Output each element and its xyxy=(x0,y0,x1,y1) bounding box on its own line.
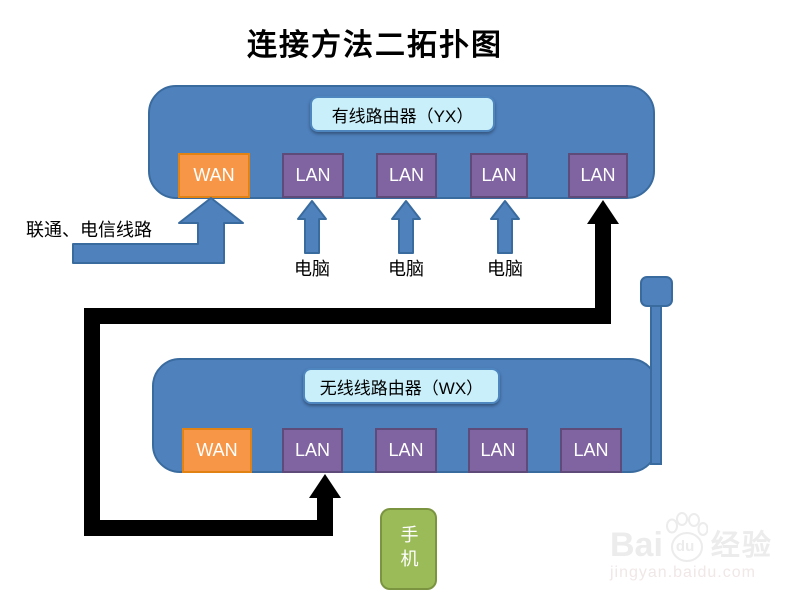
wired-router-label: 有线路由器（YX） xyxy=(310,96,495,132)
computer2-label: 电脑 xyxy=(388,259,424,279)
computer3-label: 电脑 xyxy=(487,259,523,279)
wired-router-port-lan4: LAN xyxy=(568,153,628,198)
computer1-arrow xyxy=(297,200,327,254)
computer2-arrow xyxy=(391,200,421,254)
cable-arrowhead-top xyxy=(587,200,619,224)
isp-line-label: 联通、电信线路 xyxy=(26,220,152,240)
wireless-router-port-lan1: LAN xyxy=(282,428,343,473)
phone-node: 手机 xyxy=(380,508,437,590)
diagram-title: 连接方法二拓扑图 xyxy=(247,28,503,63)
paw-icon: du xyxy=(664,512,709,564)
wireless-router-label: 无线线路由器（WX） xyxy=(303,368,500,404)
cable-arrowhead-bottom xyxy=(309,474,341,498)
router-link-cable xyxy=(84,218,611,536)
wired-router-port-wan: WAN xyxy=(178,153,250,198)
watermark-brand-left: Bai xyxy=(610,526,663,565)
antenna-knob xyxy=(640,276,673,307)
watermark-url: jingyan.baidu.com xyxy=(610,564,756,581)
wired-router-port-lan2: LAN xyxy=(376,153,437,198)
watermark-paw-text: du xyxy=(675,538,695,555)
wired-router-port-lan1: LAN xyxy=(282,153,344,198)
wired-router-port-lan3: LAN xyxy=(470,153,528,198)
wireless-router-port-lan4: LAN xyxy=(560,428,622,473)
watermark-brand-right: 经验 xyxy=(710,530,773,562)
isp-to-wan-arrow xyxy=(72,197,244,264)
computer3-arrow xyxy=(490,200,520,254)
wireless-router-port-lan2: LAN xyxy=(375,428,437,473)
wireless-router-port-lan3: LAN xyxy=(468,428,528,473)
computer1-label: 电脑 xyxy=(294,259,330,279)
watermark: Bai du 经验 jingyan.baidu.com xyxy=(610,512,800,582)
wireless-router-port-wan: WAN xyxy=(182,428,252,473)
